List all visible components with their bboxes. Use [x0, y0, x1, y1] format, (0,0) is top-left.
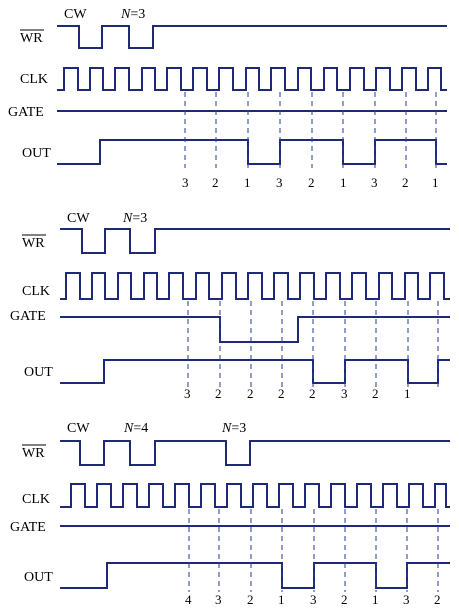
out-label: OUT	[24, 365, 53, 380]
count-label: 2	[308, 175, 315, 190]
count-markers	[184, 92, 437, 168]
clk-label: CLK	[22, 284, 50, 299]
count-labels: 4 3 2 1 3 2 1 3 2	[185, 592, 441, 607]
count-label: 3	[371, 175, 378, 190]
count-label: 3	[215, 592, 222, 607]
count-label: 3	[184, 386, 191, 401]
count-label: 1	[340, 175, 347, 190]
clk-waveform	[60, 272, 450, 300]
count-label: 1	[372, 592, 379, 607]
cw-annotation: CW	[67, 421, 90, 436]
gate-label: GATE	[10, 520, 46, 535]
count-label: 2	[247, 386, 254, 401]
count-label: 1	[404, 386, 411, 401]
count-label: 2	[278, 386, 285, 401]
gate-waveform	[60, 316, 450, 343]
out-label: OUT	[22, 146, 51, 161]
count-label: 2	[372, 386, 379, 401]
count-label: 3	[276, 175, 283, 190]
count-label: 4	[185, 592, 192, 607]
gate-label: GATE	[10, 309, 46, 324]
count-label: 3	[182, 175, 189, 190]
count-label: 3	[310, 592, 317, 607]
count-label: 3	[341, 386, 348, 401]
count-labels: 3 2 2 2 2 1 3 2 1	[184, 386, 411, 401]
count-label: 2	[247, 592, 254, 607]
clk-label: CLK	[20, 72, 48, 87]
count-label: 2	[402, 175, 409, 190]
count-markers	[188, 509, 439, 592]
wr-label: WR	[20, 31, 43, 46]
count-label: 2	[341, 592, 348, 607]
out-waveform	[57, 139, 447, 165]
clk-label: CLK	[22, 492, 50, 507]
count-labels: 3 2 1 3 2 1 3 2 1	[182, 175, 439, 190]
clk-waveform	[60, 483, 450, 508]
out-waveform	[60, 562, 450, 589]
cw-annotation: CW	[67, 211, 90, 226]
n-annotation: N=3	[122, 211, 147, 226]
panel-2: CW N=3 WR CLK GATE OUT 3 2 2 2 2 1	[10, 211, 450, 401]
n-annotation: N=3	[120, 7, 145, 22]
panel-3: CW N=4 N=3 WR CLK GATE OUT 4 3 2 1 3	[10, 421, 450, 607]
wr-waveform	[57, 25, 447, 49]
wr-label: WR	[22, 446, 45, 461]
wr-label: WR	[22, 236, 45, 251]
clk-waveform	[57, 67, 447, 91]
wr-waveform	[60, 440, 450, 466]
count-label: 2	[212, 175, 219, 190]
gate-label: GATE	[8, 105, 44, 120]
count-label: 1	[244, 175, 251, 190]
count-label: 2	[215, 386, 222, 401]
count-markers	[187, 301, 439, 388]
wr-waveform	[60, 228, 450, 254]
count-label: 3	[403, 592, 410, 607]
n-annotation: N=3	[221, 421, 246, 436]
count-label: 1	[432, 175, 439, 190]
n-annotation: N=4	[123, 421, 148, 436]
out-label: OUT	[24, 570, 53, 585]
panel-1: CW N=3 WR CLK GATE OUT 3 2 1 3 2 1	[8, 7, 447, 190]
out-waveform	[60, 359, 450, 384]
cw-annotation: CW	[64, 7, 87, 22]
count-label: 2	[309, 386, 316, 401]
count-label: 2	[434, 592, 441, 607]
count-label: 1	[278, 592, 285, 607]
